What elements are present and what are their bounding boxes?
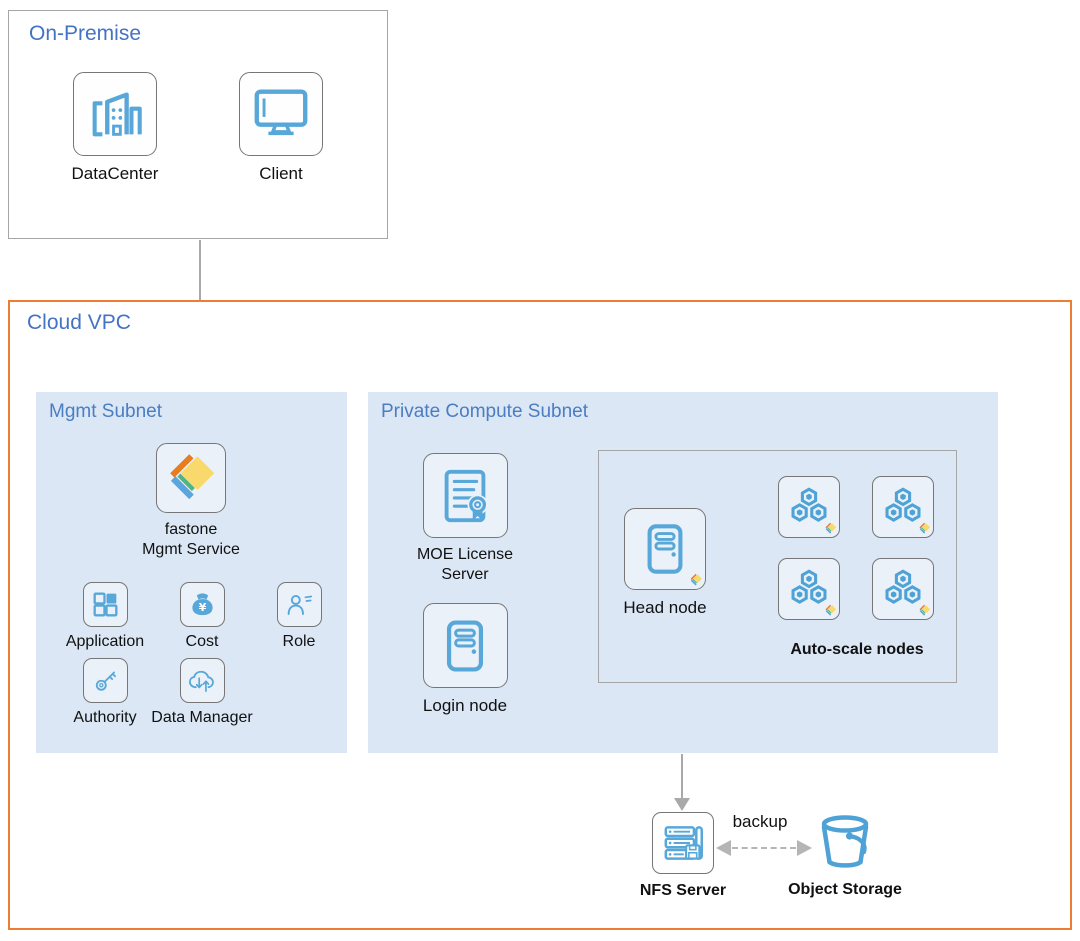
compute-subnet-title: Private Compute Subnet — [381, 401, 589, 422]
autoscale-node — [872, 476, 934, 538]
app-grid-icon — [82, 582, 128, 627]
role-label: Role — [282, 633, 316, 650]
cluster-box: Head node — [598, 450, 957, 683]
fastone-mini-logo-icon — [689, 573, 703, 587]
head-node: Head node — [605, 508, 725, 618]
datacenter-label: DataCenter — [71, 164, 159, 183]
client-node: Client — [211, 72, 351, 184]
autoscale-node — [778, 476, 840, 538]
tool-data-manager: Data Manager — [147, 658, 257, 728]
cloud-transfer-icon — [179, 658, 225, 703]
backup-arrow-left-head — [716, 840, 731, 856]
monitor-icon — [239, 72, 323, 156]
fastone-mini-logo-icon — [824, 522, 837, 535]
backup-label: backup — [732, 812, 788, 831]
client-label: Client — [259, 164, 303, 183]
fastone-logo-icon — [156, 443, 226, 513]
certificate-icon — [422, 453, 508, 538]
arrow-compute-to-nfs-head — [674, 798, 690, 811]
fastone-mini-logo-icon — [824, 604, 837, 617]
fastone-mini-logo-icon — [918, 522, 931, 535]
server-tower-icon — [624, 508, 706, 590]
data-manager-label: Data Manager — [151, 709, 253, 726]
login-node: Login node — [395, 603, 535, 716]
tool-authority: Authority — [50, 658, 160, 728]
tool-application: Application — [50, 582, 160, 652]
tool-cost: ¥ Cost — [147, 582, 257, 652]
login-node-label: Login node — [422, 696, 508, 715]
server-tower-icon — [422, 603, 508, 688]
backup-arrow-right-head — [797, 840, 812, 856]
on-premise-title: On-Premise — [29, 22, 142, 45]
server-save-icon — [652, 812, 714, 874]
fastone-mini-logo-icon — [918, 604, 931, 617]
svg-text:¥: ¥ — [198, 601, 206, 614]
cost-label: Cost — [185, 633, 219, 650]
object-storage-label: Object Storage — [788, 881, 902, 898]
bucket-icon — [813, 810, 877, 876]
building-icon — [73, 72, 157, 156]
key-icon — [82, 658, 128, 703]
mgmt-subnet-title: Mgmt Subnet — [49, 401, 162, 422]
nfs-label: NFS Server — [639, 882, 727, 899]
tool-role: Role — [244, 582, 354, 652]
fastone-service-node: fastone Mgmt Service — [111, 443, 271, 560]
money-bag-icon: ¥ — [179, 582, 225, 627]
autoscale-node — [778, 558, 840, 620]
object-storage-node: Object Storage — [775, 810, 915, 900]
fastone-service-label: fastone Mgmt Service — [142, 521, 240, 558]
datacenter-node: DataCenter — [45, 72, 185, 184]
cloud-vpc-title: Cloud VPC — [27, 311, 131, 334]
head-node-label: Head node — [623, 598, 707, 617]
authority-label: Authority — [73, 709, 137, 726]
arrow-compute-to-nfs — [681, 754, 683, 800]
private-compute-subnet: Private Compute Subnet MOE License — [368, 392, 998, 753]
moe-license-label: MOE License Server — [416, 546, 514, 583]
backup-arrow — [732, 846, 796, 849]
autoscale-node — [872, 558, 934, 620]
nfs-node: NFS Server — [613, 812, 753, 901]
autoscale-label: Auto-scale nodes — [790, 641, 924, 658]
moe-license-node: MOE License Server — [395, 453, 535, 585]
mgmt-subnet: Mgmt Subnet fastone Mgmt Service — [36, 392, 347, 753]
on-premise-box: On-Premise — [8, 10, 388, 239]
application-label: Application — [65, 633, 145, 650]
person-list-icon — [276, 582, 322, 627]
